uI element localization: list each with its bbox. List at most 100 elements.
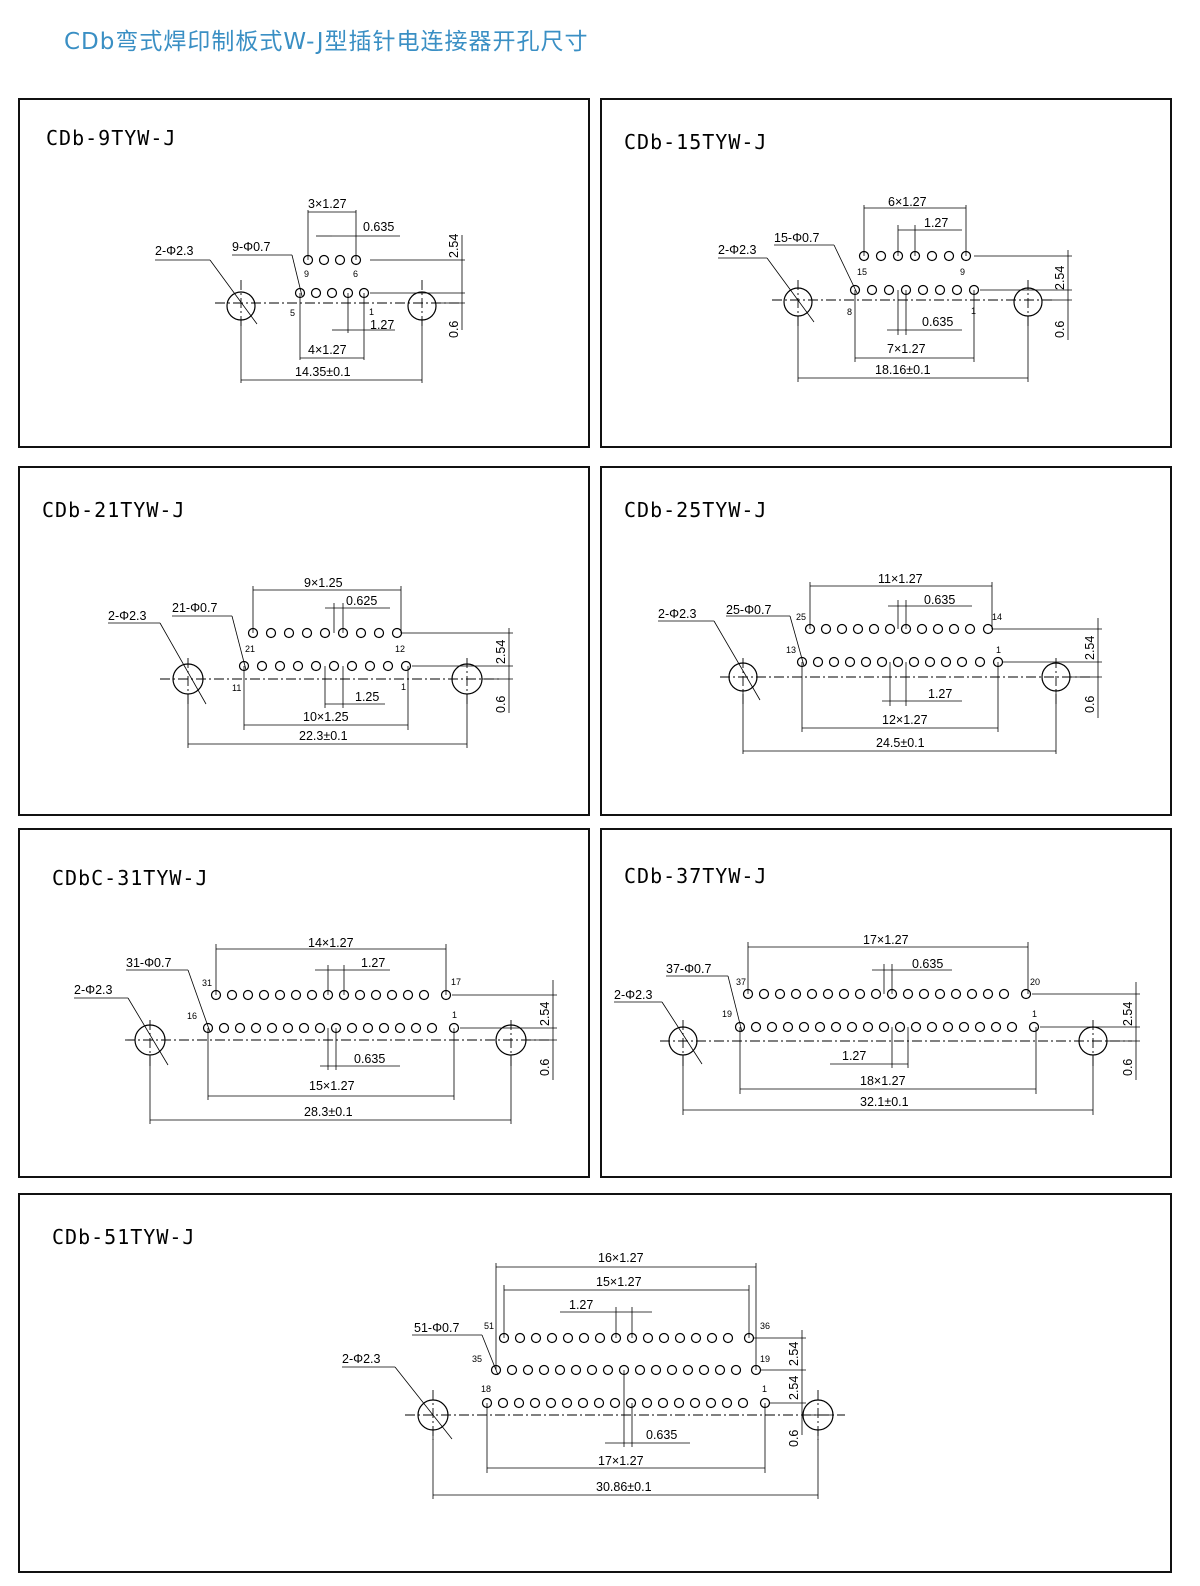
top-row-span-label: 3×1.27 xyxy=(308,197,347,211)
pin-number: 1 xyxy=(996,645,1001,655)
bottom-row-span-label: 10×1.25 xyxy=(303,710,349,724)
offset-label: 0.6 xyxy=(787,1430,801,1447)
pin-number: 12 xyxy=(395,644,405,654)
row-pitch-label: 2.54 xyxy=(1121,1002,1135,1026)
top-row-span-label: 11×1.27 xyxy=(878,572,923,586)
bottom-row-span-label: 18×1.27 xyxy=(860,1074,906,1088)
mount-hole-label: 2-Φ2.3 xyxy=(658,607,697,621)
row-pitch-label: 2.54 xyxy=(447,234,461,258)
pin-row-bottom xyxy=(849,284,980,296)
pin-row-bottom xyxy=(202,1022,460,1034)
stagger-label: 0.635 xyxy=(922,315,953,329)
pin-number: 8 xyxy=(847,307,852,317)
row-pitch-label: 2.54 xyxy=(1053,266,1067,290)
footprint-drawing-15: 6×1.27 1.27 2-Φ2.3 15-Φ0.7 0.635 7×1.27 … xyxy=(718,195,1072,382)
connector-title: CDb-21TYW-J xyxy=(42,498,186,522)
pin-number: 13 xyxy=(786,645,796,655)
pin-number: 31 xyxy=(202,978,212,988)
stagger-label: 0.625 xyxy=(346,594,377,608)
drawing-panel-21: CDb-21TYW-J 9×1.25 0.625 2-Φ2.3 21-Φ0.7 … xyxy=(18,466,590,816)
pin-number: 25 xyxy=(796,612,806,622)
hole-spacing-label: 14.35±0.1 xyxy=(295,365,351,379)
connector-title: CDb-37TYW-J xyxy=(624,864,768,888)
pitch-label: 1.27 xyxy=(361,956,385,970)
offset-label: 0.6 xyxy=(447,321,461,338)
pin-number: 19 xyxy=(760,1354,770,1364)
pin-row-bottom xyxy=(796,656,1004,668)
stagger-label: 0.635 xyxy=(646,1428,677,1442)
offset-label: 0.6 xyxy=(1083,696,1097,713)
bottom-row-span-label: 7×1.27 xyxy=(887,342,926,356)
pin-number: 18 xyxy=(481,1384,491,1394)
pin-number: 20 xyxy=(1030,977,1040,987)
hole-spacing-label: 18.16±0.1 xyxy=(875,363,931,377)
stagger-label: 0.635 xyxy=(924,593,955,607)
pin-row-top xyxy=(210,989,452,1001)
pin-number: 1 xyxy=(971,306,976,316)
pitch-label: 1.27 xyxy=(924,216,948,230)
pin-number: 35 xyxy=(472,1354,482,1364)
connector-title: CDb-51TYW-J xyxy=(52,1225,196,1249)
pin-number: 1 xyxy=(369,307,374,317)
top-row-span-label: 6×1.27 xyxy=(888,195,927,209)
pin-hole-label: 51-Φ0.7 xyxy=(414,1321,459,1335)
pin-number: 15 xyxy=(857,267,867,277)
drawing-panel-51: CDb-51TYW-J 16×1.27 15×1.27 1.27 51-Φ0.7… xyxy=(18,1193,1172,1573)
pin-row-bottom xyxy=(238,660,412,672)
bottom-row-span-label: 12×1.27 xyxy=(882,713,928,727)
pin-row-top xyxy=(498,1332,755,1344)
hole-spacing-label: 28.3±0.1 xyxy=(304,1105,353,1119)
stagger-label: 0.635 xyxy=(354,1052,385,1066)
pin-hole-label: 15-Φ0.7 xyxy=(774,231,819,245)
pin-number: 21 xyxy=(245,644,255,654)
mount-hole-label: 2-Φ2.3 xyxy=(718,243,757,257)
page-title: CDb弯式焊印制板式W-J型插针电连接器开孔尺寸 xyxy=(64,29,589,55)
drawing-panel-25: CDb-25TYW-J 11×1.27 0.635 2-Φ2.3 25-Φ0.7… xyxy=(600,466,1172,816)
top-row-span-label: 14×1.27 xyxy=(308,936,354,950)
drawing-panel-15: CDb-15TYW-J 6×1.27 1.27 2-Φ2.3 15-Φ0.7 0… xyxy=(600,98,1172,448)
offset-label: 0.6 xyxy=(538,1059,552,1076)
pin-number: 1 xyxy=(452,1010,457,1020)
drawing-panel-37: CDb-37TYW-J 17×1.27 0.635 2-Φ2.3 37-Φ0.7… xyxy=(600,828,1172,1178)
drawing-panel-31: CDbC-31TYW-J 14×1.27 1.27 2-Φ2.3 31-Φ0.7… xyxy=(18,828,590,1178)
footprint-drawing-9: 3×1.27 0.635 2-Φ2.3 9-Φ0.7 1.27 4×1.27 1… xyxy=(155,197,465,383)
pin-number: 1 xyxy=(1032,1009,1037,1019)
pin-number: 9 xyxy=(960,267,965,277)
offset-label: 0.6 xyxy=(494,696,508,713)
drawing-panel-9: CDb-9TYW-J 3×1.27 0.635 2-Φ2.3 9-Φ0.7 1.… xyxy=(18,98,590,448)
pin-number: 36 xyxy=(760,1321,770,1331)
connector-title: CDbC-31TYW-J xyxy=(52,866,209,890)
mount-hole-label: 2-Φ2.3 xyxy=(614,988,653,1002)
pin-row-top xyxy=(302,254,362,266)
pin-number: 14 xyxy=(992,612,1002,622)
pitch-label: 1.27 xyxy=(370,318,394,332)
pin-row-bottom xyxy=(481,1397,771,1409)
footprint-drawing-25: 11×1.27 0.635 2-Φ2.3 25-Φ0.7 1.27 12×1.2… xyxy=(658,572,1102,754)
mount-hole-label: 2-Φ2.3 xyxy=(108,609,147,623)
footprint-drawing-21: 9×1.25 0.625 2-Φ2.3 21-Φ0.7 1.25 10×1.25… xyxy=(108,576,513,748)
pin-number: 6 xyxy=(353,269,358,279)
pitch-label: 1.27 xyxy=(842,1049,866,1063)
pin-row-top xyxy=(804,623,994,635)
connector-title: CDb-15TYW-J xyxy=(624,130,768,154)
bottom-row-span-label: 4×1.27 xyxy=(308,343,347,357)
pin-row-top xyxy=(247,627,403,639)
pin-number: 37 xyxy=(736,977,746,987)
row-pitch-label: 2.54 xyxy=(1083,636,1097,660)
stagger-label: 0.635 xyxy=(912,957,943,971)
row-pitch-label-2: 2.54 xyxy=(787,1376,801,1400)
pin-number: 1 xyxy=(762,1384,767,1394)
pin-number: 19 xyxy=(722,1009,732,1019)
offset-label: 0.6 xyxy=(1121,1059,1135,1076)
pin-row-middle xyxy=(490,1364,762,1376)
pin-hole-label: 37-Φ0.7 xyxy=(666,962,711,976)
offset-label: 0.6 xyxy=(1053,321,1067,338)
hole-spacing-label: 22.3±0.1 xyxy=(299,729,348,743)
hole-spacing-label: 24.5±0.1 xyxy=(876,736,925,750)
pin-hole-label: 31-Φ0.7 xyxy=(126,956,171,970)
pin-number: 9 xyxy=(304,269,309,279)
pitch-label: 1.27 xyxy=(928,687,952,701)
pin-number: 17 xyxy=(451,977,461,987)
pin-number: 11 xyxy=(232,683,241,693)
row-pitch-label: 2.54 xyxy=(538,1002,552,1026)
